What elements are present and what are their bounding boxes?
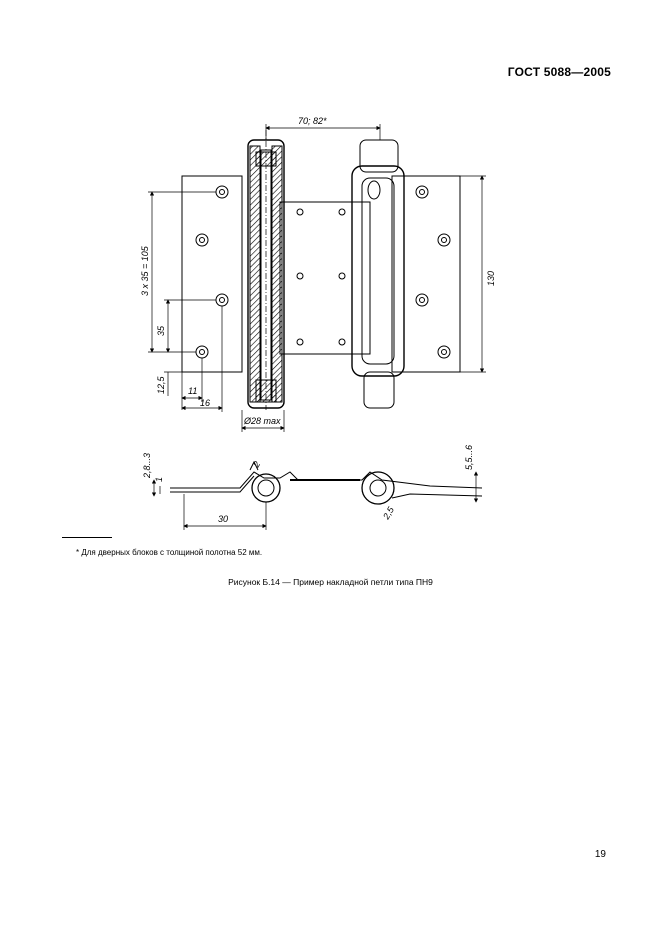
hinge-drawing: 70; 82* 130 3 x 35 = 105 35 12,5 11 16 Ø… <box>130 110 530 540</box>
right-leaf-plate <box>391 175 461 373</box>
dim-width-top: 70; 82* <box>298 116 327 126</box>
dim-side-length: 30 <box>218 514 228 524</box>
dim-small-a: 2 <box>251 460 263 470</box>
profile-view <box>170 460 483 505</box>
center-plate <box>279 201 371 355</box>
dim-pitch-single: 35 <box>156 325 166 336</box>
dim-edge-offset: 12,5 <box>156 375 166 394</box>
footnote-rule <box>62 537 112 538</box>
profile-dimensions <box>151 471 479 530</box>
dimension-lines <box>148 124 486 432</box>
left-leaf-plate <box>181 175 243 373</box>
dim-thickness-a: 2,8...3 <box>142 453 152 479</box>
dim-diameter: Ø28 max <box>243 416 281 426</box>
dim-small-b: 2,5 <box>381 504 397 522</box>
dim-height: 130 <box>486 271 496 286</box>
hinge-technical-drawing: 70; 82* 130 3 x 35 = 105 35 12,5 11 16 Ø… <box>140 116 496 530</box>
left-knuckle-section <box>247 130 285 410</box>
footnote: * Для дверных блоков с толщиной полотна … <box>76 548 263 557</box>
right-knuckle <box>351 139 405 409</box>
dim-11: 11 <box>188 386 197 396</box>
document-header: ГОСТ 5088—2005 <box>507 65 611 79</box>
dim-pitch: 3 x 35 = 105 <box>140 245 150 296</box>
holes-right <box>415 185 451 359</box>
holes-center <box>296 208 346 346</box>
figure-caption: Рисунок Б.14 — Пример накладной петли ти… <box>228 577 433 587</box>
holes-left <box>195 185 229 359</box>
page-number: 19 <box>594 849 606 860</box>
dim-thickness-b: 1 <box>154 477 164 482</box>
dim-thickness-c: 5,5...6 <box>464 445 474 470</box>
dim-16: 16 <box>200 398 210 408</box>
